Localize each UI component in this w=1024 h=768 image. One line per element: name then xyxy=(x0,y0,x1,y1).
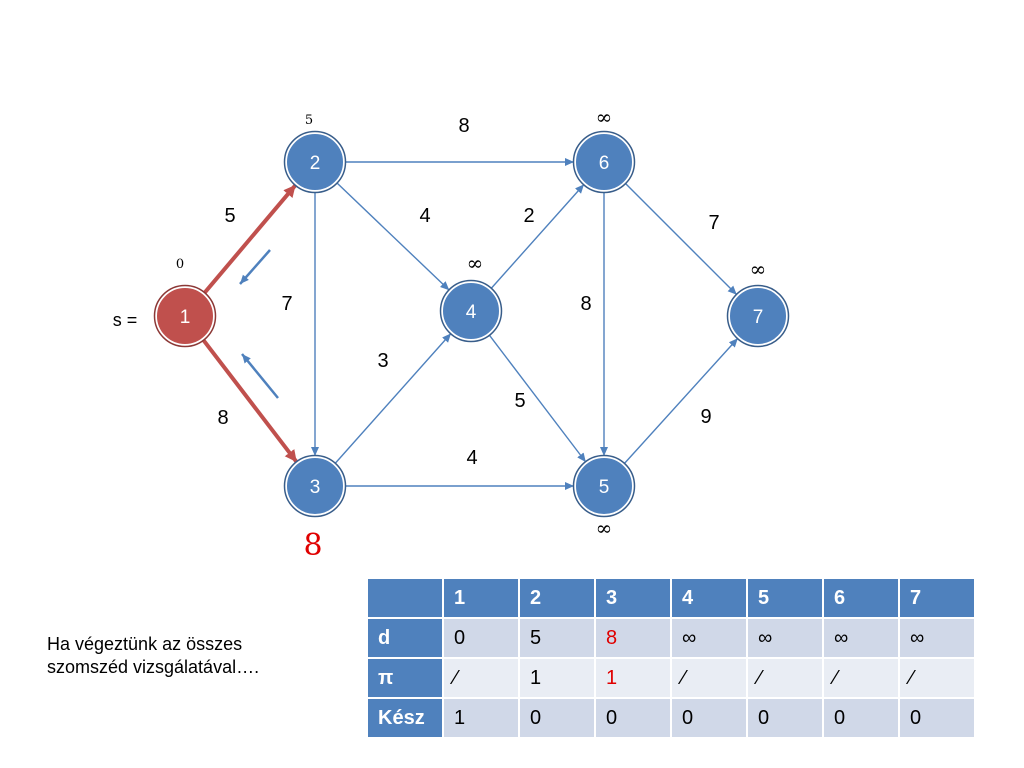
node-distance-label: 0 xyxy=(176,257,184,272)
node-1: 1 xyxy=(153,284,217,348)
node-4: 4 xyxy=(439,279,503,343)
node-3: 3 xyxy=(283,454,347,518)
table-cell: ∞ xyxy=(670,617,748,659)
edge-weight-label: 2 xyxy=(523,205,534,227)
node-label: 5 xyxy=(599,477,610,498)
edge-weight-label: 8 xyxy=(458,115,469,137)
table-cell: 1 xyxy=(518,657,596,699)
relax-arrow-icon xyxy=(241,353,279,399)
table-cell-updated: 1 xyxy=(594,657,672,699)
table-cell: 0 xyxy=(518,697,596,739)
edge-weight-label: 4 xyxy=(419,205,430,227)
column-header: 1 xyxy=(442,577,520,619)
dijkstra-graph: s = 5 8 7 4 8 3 4 2 5 8 7 9 1 0 2 5 3 8 4 ∞ 5 ∞ 6 ∞ 7 ∞ xyxy=(113,105,790,563)
node-distance-label: 5 xyxy=(305,113,313,128)
table-cell: ⁄ xyxy=(898,657,976,699)
node-distance-label: ∞ xyxy=(750,257,767,281)
node-label: 1 xyxy=(180,307,191,328)
node-label: 7 xyxy=(753,307,764,328)
table-row-d: d 0 5 8 ∞ ∞ ∞ ∞ xyxy=(366,617,976,659)
column-header: 5 xyxy=(746,577,824,619)
node-2: 2 xyxy=(283,130,347,194)
table-cell: ⁄ xyxy=(746,657,824,699)
table-row-kesz: Kész 1 0 0 0 0 0 0 xyxy=(366,697,976,739)
node-distance-label: ∞ xyxy=(596,516,613,540)
column-header: 6 xyxy=(822,577,900,619)
edge-weight-label: 8 xyxy=(217,407,228,429)
edge-weight-label: 5 xyxy=(514,390,525,412)
row-header: d xyxy=(366,617,444,659)
edge-weight-label: 9 xyxy=(700,406,711,428)
node-6: 6 xyxy=(572,130,636,194)
table-cell: 0 xyxy=(670,697,748,739)
table-row-pi: π ⁄ 1 1 ⁄ ⁄ ⁄ ⁄ xyxy=(366,657,976,699)
edge-2-4 xyxy=(335,181,450,291)
edge-4-5 xyxy=(487,333,587,463)
edge-1-2 xyxy=(202,183,298,296)
node-label: 4 xyxy=(466,302,477,323)
node-5: 5 xyxy=(572,454,636,518)
table-cell: ∞ xyxy=(898,617,976,659)
edge-weight-label: 3 xyxy=(377,350,388,372)
table-cell: ∞ xyxy=(822,617,900,659)
note-line-2: szomszéd vizsgálatával…. xyxy=(47,657,260,677)
table-cell: 0 xyxy=(898,697,976,739)
table-cell: 1 xyxy=(442,697,520,739)
edge-weight-label: 4 xyxy=(466,447,477,469)
node-label: 3 xyxy=(310,477,321,498)
edge-weight-label: 5 xyxy=(224,205,235,227)
node-label: 6 xyxy=(599,153,610,174)
table-cell: 0 xyxy=(442,617,520,659)
edge-5-7 xyxy=(622,337,739,465)
table-cell: 0 xyxy=(594,697,672,739)
edge-weight-label: 8 xyxy=(580,293,591,315)
column-header: 2 xyxy=(518,577,596,619)
table-corner-cell xyxy=(366,577,444,619)
table-cell: 0 xyxy=(746,697,824,739)
source-label: s = xyxy=(113,310,138,330)
node-label: 2 xyxy=(310,153,321,174)
table-cell: 5 xyxy=(518,617,596,659)
row-header: Kész xyxy=(366,697,444,739)
column-header: 3 xyxy=(594,577,672,619)
node-distance-label: 8 xyxy=(303,528,322,563)
relax-arrow-icon xyxy=(239,249,271,285)
node-7: 7 xyxy=(726,284,790,348)
node-distance-label: ∞ xyxy=(596,105,613,129)
edge-3-4 xyxy=(333,332,452,465)
edge-1-3 xyxy=(201,337,299,464)
row-header: π xyxy=(366,657,444,699)
table-cell: ⁄ xyxy=(442,657,520,699)
table-cell-updated: 8 xyxy=(594,617,672,659)
edge-weight-label: 7 xyxy=(281,293,292,315)
node-distance-label: ∞ xyxy=(467,251,484,275)
table-cell: ∞ xyxy=(746,617,824,659)
edge-6-7 xyxy=(624,182,738,296)
column-header: 7 xyxy=(898,577,976,619)
table-cell: 0 xyxy=(822,697,900,739)
edge-weight-label: 7 xyxy=(708,212,719,234)
explanation-note: Ha végeztünk az összes szomszéd vizsgála… xyxy=(47,633,337,679)
table-header-row: 1 2 3 4 5 6 7 xyxy=(366,577,976,619)
table-cell: ⁄ xyxy=(822,657,900,699)
edge-4-6 xyxy=(489,183,585,290)
column-header: 4 xyxy=(670,577,748,619)
state-table: 1 2 3 4 5 6 7 d 0 5 8 ∞ ∞ ∞ ∞ π ⁄ 1 1 ⁄ … xyxy=(366,577,976,739)
table-cell: ⁄ xyxy=(670,657,748,699)
note-line-1: Ha végeztünk az összes xyxy=(47,634,243,654)
